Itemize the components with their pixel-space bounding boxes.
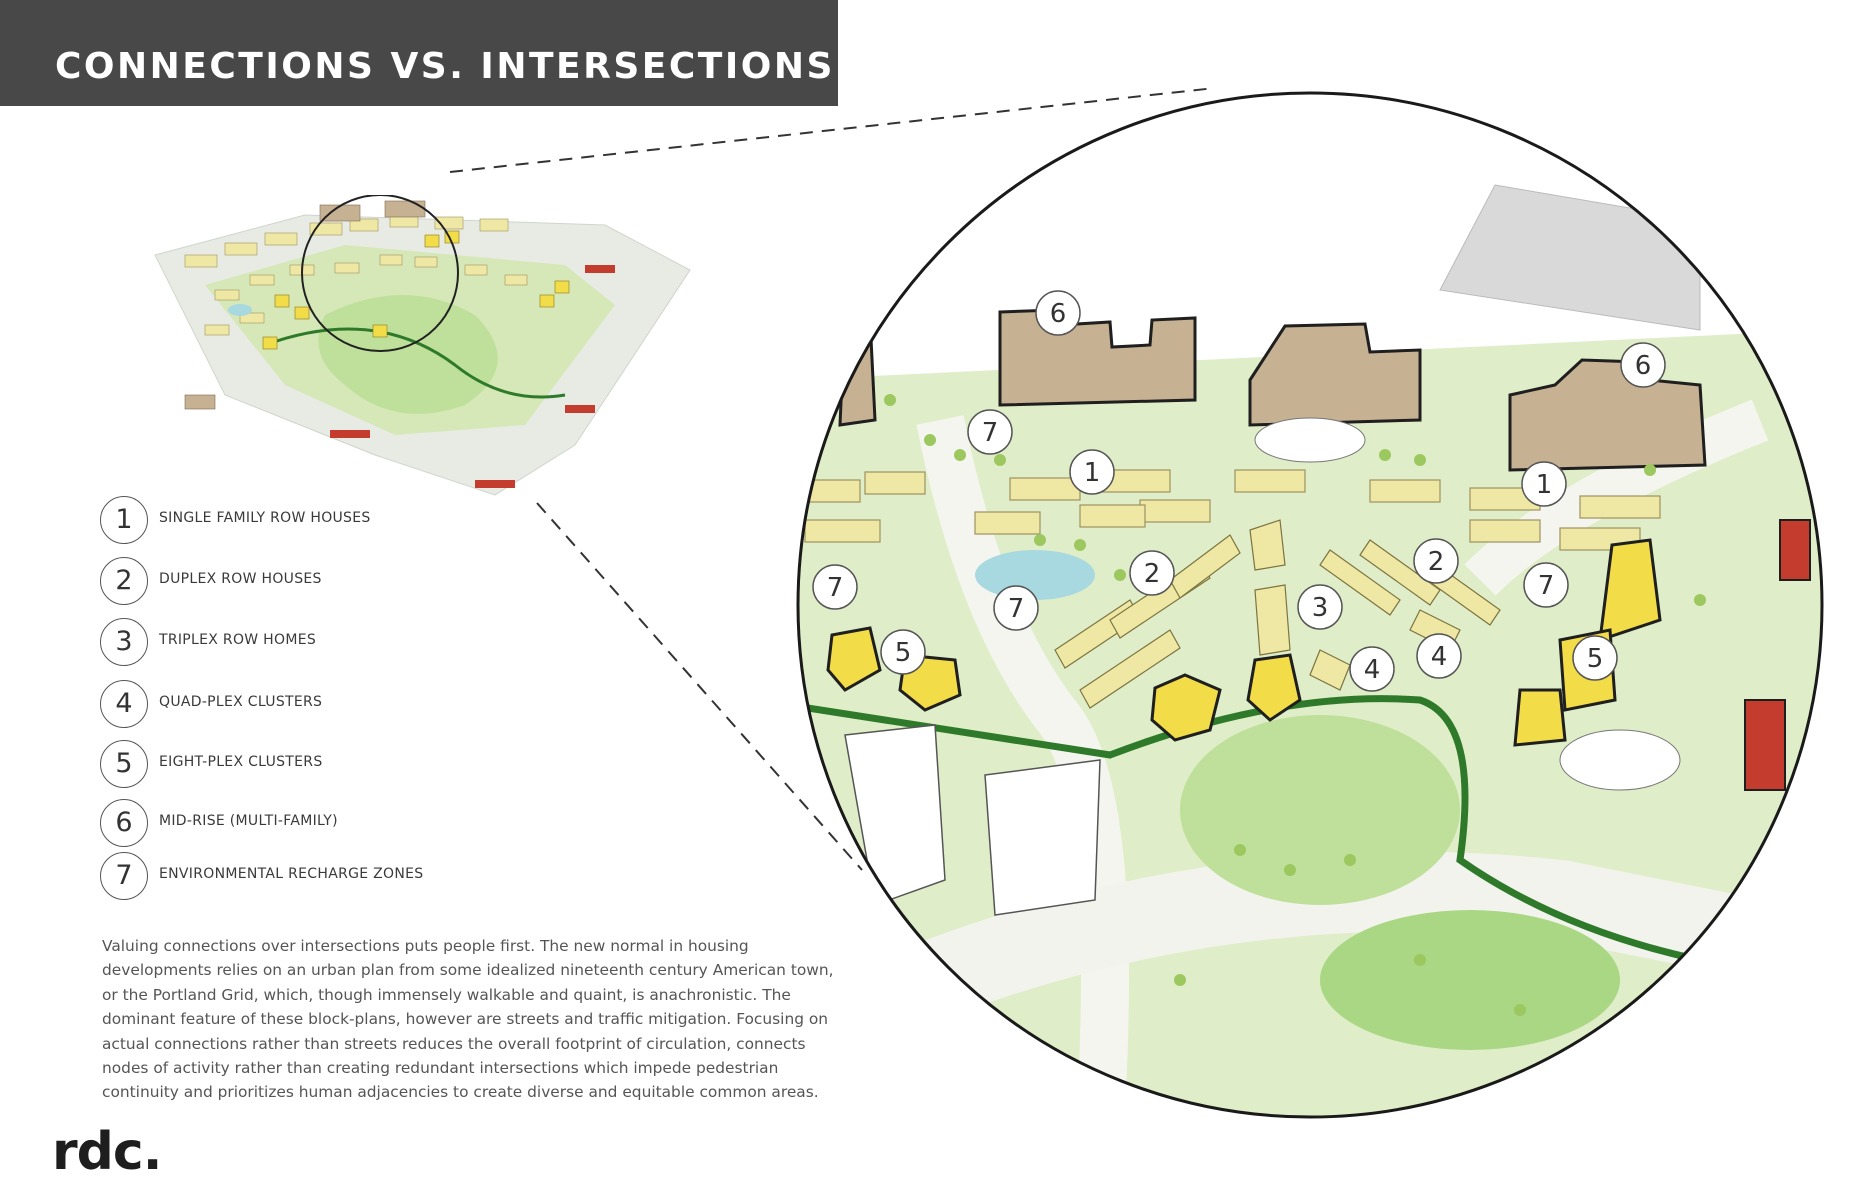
map-label-duplex: 2	[1428, 547, 1445, 577]
description-paragraph: Valuing connections over intersections p…	[102, 934, 882, 1105]
map-label-quadplex: 4	[1364, 655, 1381, 685]
description-line: continuity and prioritizes human adjacen…	[102, 1080, 882, 1104]
legend-label: EIGHT-PLEX CLUSTERS	[159, 754, 323, 770]
legend-item: 4 QUAD-PLEX CLUSTERS	[100, 680, 520, 732]
description-line: or the Portland Grid, which, though imme…	[102, 983, 882, 1007]
map-label-rowhouse: 1	[1084, 458, 1101, 488]
map-label-midrise: 6	[1635, 351, 1652, 381]
map-label-recharge: 7	[1538, 571, 1555, 601]
map-label-recharge: 7	[1008, 594, 1025, 624]
legend-label: SINGLE FAMILY ROW HOUSES	[159, 510, 371, 526]
legend-item: 1 SINGLE FAMILY ROW HOUSES	[100, 496, 520, 548]
map-label-recharge: 7	[982, 418, 999, 448]
rdc-logo: rdc.	[52, 1122, 161, 1182]
legend-label: ENVIRONMENTAL RECHARGE ZONES	[159, 866, 423, 882]
legend-number-badge: 6	[100, 799, 148, 847]
legend-label: TRIPLEX ROW HOMES	[159, 632, 316, 648]
legend-item: 5 EIGHT-PLEX CLUSTERS	[100, 740, 520, 792]
legend-label: QUAD-PLEX CLUSTERS	[159, 694, 322, 710]
description-line: nodes of activity rather than creating r…	[102, 1056, 882, 1080]
legend-number-badge: 4	[100, 680, 148, 728]
legend-number-badge: 2	[100, 557, 148, 605]
description-line: dominant feature of these block-plans, h…	[102, 1007, 882, 1031]
legend-item: 6 MID-RISE (MULTI-FAMILY)	[100, 799, 520, 851]
legend-number-badge: 5	[100, 740, 148, 788]
map-label-rowhouse: 1	[1536, 470, 1553, 500]
legend-item: 2 DUPLEX ROW HOUSES	[100, 557, 520, 609]
description-line: developments relies on an urban plan fro…	[102, 958, 882, 982]
zoom-detail-illustration: 6 6 7 1 1 2 2 7 7 7 3 4 4 5 5	[790, 86, 1830, 1126]
map-label-recharge: 7	[827, 573, 844, 603]
legend-item: 7 ENVIRONMENTAL RECHARGE ZONES	[100, 852, 520, 904]
legend-number-badge: 1	[100, 496, 148, 544]
map-label-eightplex: 5	[1587, 644, 1604, 674]
legend-number-badge: 3	[100, 618, 148, 666]
map-label-triplex: 3	[1312, 593, 1329, 623]
map-label-quadplex: 4	[1431, 642, 1448, 672]
legend-label: DUPLEX ROW HOUSES	[159, 571, 322, 587]
map-label-midrise: 6	[1050, 299, 1067, 329]
legend-item: 3 TRIPLEX ROW HOMES	[100, 618, 520, 670]
legend-label: MID-RISE (MULTI-FAMILY)	[159, 813, 338, 829]
site-plan-overview	[145, 195, 705, 505]
map-label-eightplex: 5	[895, 638, 912, 668]
description-line: Valuing connections over intersections p…	[102, 934, 882, 958]
description-line: actual connections rather than streets r…	[102, 1032, 882, 1056]
legend-number-badge: 7	[100, 852, 148, 900]
map-label-duplex: 2	[1144, 559, 1161, 589]
